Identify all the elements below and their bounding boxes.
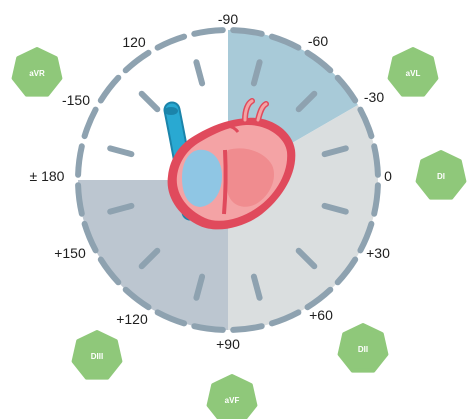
- label-zero: 0: [384, 168, 392, 184]
- tick-mark: [295, 90, 318, 113]
- tick-mark: [295, 247, 318, 270]
- label-plus-minus-180: ± 180: [30, 168, 65, 184]
- ring-segment: [334, 256, 359, 286]
- label-minus-30: -30: [364, 89, 384, 105]
- label-minus-150: -150: [62, 92, 90, 108]
- ring-segment: [304, 49, 334, 74]
- lead-label-avr: aVR: [29, 69, 45, 78]
- ring-segment: [371, 182, 381, 217]
- ring-segment: [191, 27, 226, 37]
- lead-badge-avr: [11, 47, 63, 97]
- ring-segment: [357, 220, 375, 254]
- tick-mark: [107, 202, 135, 215]
- tick-mark: [138, 90, 161, 113]
- label-minus-90: -90: [218, 11, 238, 27]
- ring-segment: [81, 220, 99, 254]
- lead-badge-diii: [71, 330, 123, 380]
- ring-segment: [75, 143, 85, 178]
- tick-mark: [193, 59, 206, 87]
- label-plus-90: +90: [216, 336, 240, 352]
- ring-segment: [371, 143, 381, 178]
- label-plus-60: +60: [309, 307, 333, 323]
- lead-label-dii: DII: [358, 345, 368, 354]
- ring-segment: [268, 309, 302, 327]
- ring-segment: [122, 286, 152, 311]
- lead-badges: [11, 47, 467, 419]
- ring-segment: [334, 74, 359, 104]
- label-minus-60: -60: [308, 33, 328, 49]
- tick-mark: [321, 145, 349, 158]
- ring-segment: [122, 49, 152, 74]
- lead-badge-avf: [206, 374, 258, 419]
- tick-mark: [250, 273, 263, 301]
- ring-segment: [75, 182, 85, 217]
- ring-segment: [230, 323, 265, 333]
- label-plus-120: +120: [116, 311, 148, 327]
- lead-label-di: DI: [437, 172, 445, 181]
- ring-segment: [154, 33, 188, 51]
- lead-badge-avl: [387, 47, 439, 97]
- heart-cross-section-icon: [167, 98, 296, 230]
- ring-segment: [304, 286, 334, 311]
- lead-label-diii: DIII: [91, 352, 103, 361]
- ring-segment: [191, 323, 226, 333]
- axis-ring: [75, 27, 381, 333]
- axis-ticks: [107, 59, 349, 301]
- label-plus-30: +30: [366, 245, 390, 261]
- lead-label-avl: aVL: [406, 69, 421, 78]
- tick-mark: [250, 59, 263, 87]
- ring-segment: [97, 74, 122, 104]
- tick-mark: [107, 145, 135, 158]
- tick-mark: [321, 202, 349, 215]
- label-plus-150: +150: [54, 245, 86, 261]
- ring-segment: [230, 27, 265, 37]
- ring-segment: [268, 33, 302, 51]
- lead-label-avf: aVF: [225, 396, 240, 405]
- lead-badge-dii: [337, 323, 389, 373]
- tick-mark: [138, 247, 161, 270]
- tick-mark: [193, 273, 206, 301]
- label-minus-120: 120: [122, 34, 146, 50]
- lead-badge-di: [415, 150, 467, 200]
- ring-segment: [97, 256, 122, 286]
- ring-segment: [357, 106, 375, 140]
- ring-segment: [81, 106, 99, 140]
- ring-segment: [154, 309, 188, 327]
